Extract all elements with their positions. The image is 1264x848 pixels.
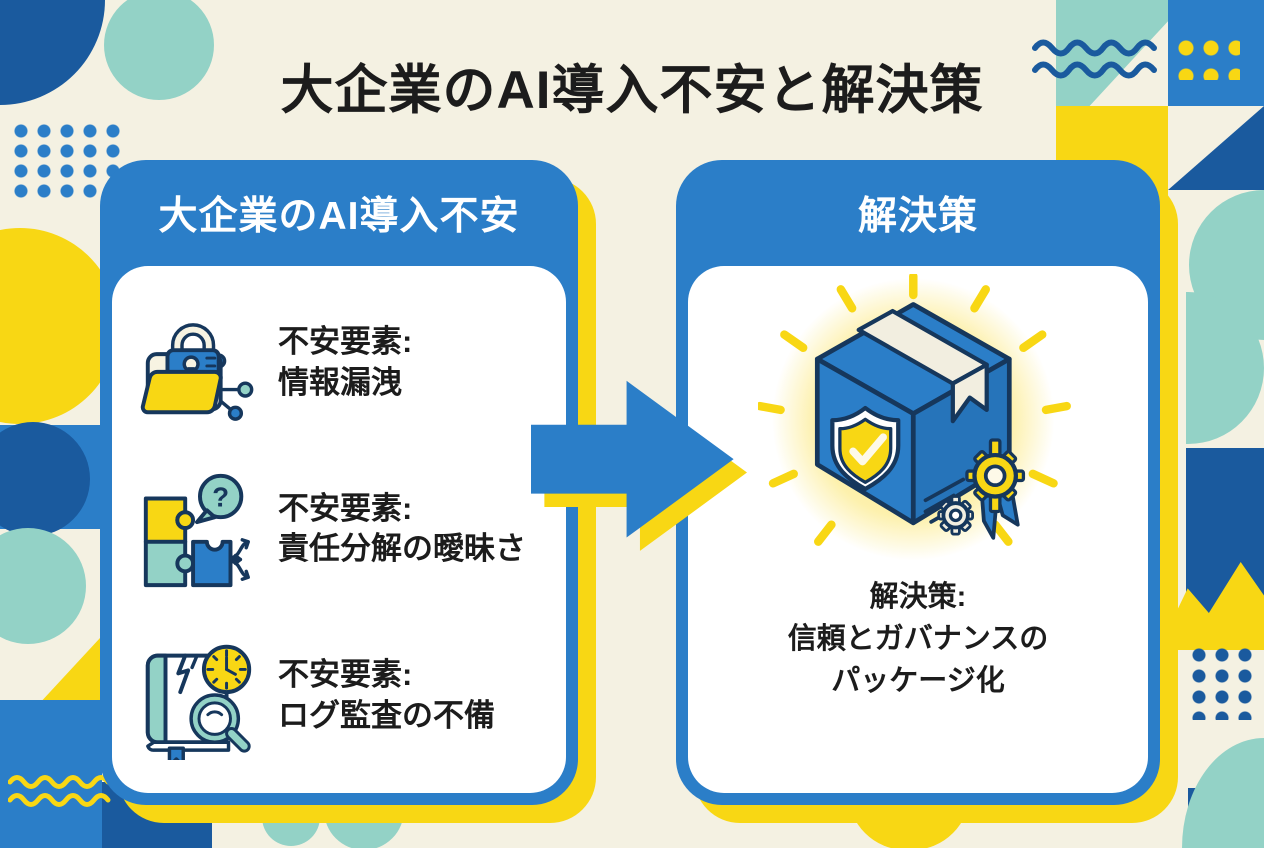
page-title: 大企業のAI導入不安と解決策 [280,61,984,120]
decor-darkblue-circle-left [0,422,90,536]
decor-teal-lobe [324,802,404,848]
secure-package-icon [758,274,1071,561]
list-item-log-audit: 不安要素: ログ監査の不備 [134,632,556,760]
decor-yellow-dot-grid [1178,40,1240,80]
solution-card-header: 解決策 [857,195,978,238]
list-item-information-leak: 不安要素: 情報漏洩 [134,299,556,427]
lock-folder-icon [140,323,254,422]
decor-teal-blob-left [0,528,86,644]
item-text: 不安要素: ログ監査の不備 [278,656,495,733]
concerns-card-body: 不安要素: 情報漏洩 [112,266,566,793]
decor-teal-circle [104,0,214,100]
solution-caption: 解決策: 信頼とガバナンスの パッケージ化 [787,581,1049,698]
right-arrow-icon [531,380,747,551]
solution-card: 解決策 [676,160,1160,805]
concerns-card-header: 大企業のAI導入不安 [158,195,520,238]
item-text: 不安要素: 責任分解の曖昧さ [278,490,526,567]
svg-text:?: ? [212,482,229,513]
item-text: 不安要素: 情報漏洩 [278,324,413,401]
solution-card-body: 解決策: 信頼とガバナンスの パッケージ化 [688,266,1148,793]
concerns-card: 大企業のAI導入不安 [100,160,578,805]
decor-teal-lobe [262,802,320,846]
yellow-waves-icon [8,775,111,807]
book-audit-icon [145,644,252,760]
list-item-responsibility: ? 不安要素: 責任分解の曖昧さ [134,465,556,593]
decor-blue-block-bottomleft [0,700,102,848]
decor-teal-corner-bottomright [1182,738,1264,848]
decor-darkblue-dot-grid [1192,648,1260,720]
puzzle-question-icon: ? [143,474,250,588]
blue-waves-icon [1032,39,1157,79]
